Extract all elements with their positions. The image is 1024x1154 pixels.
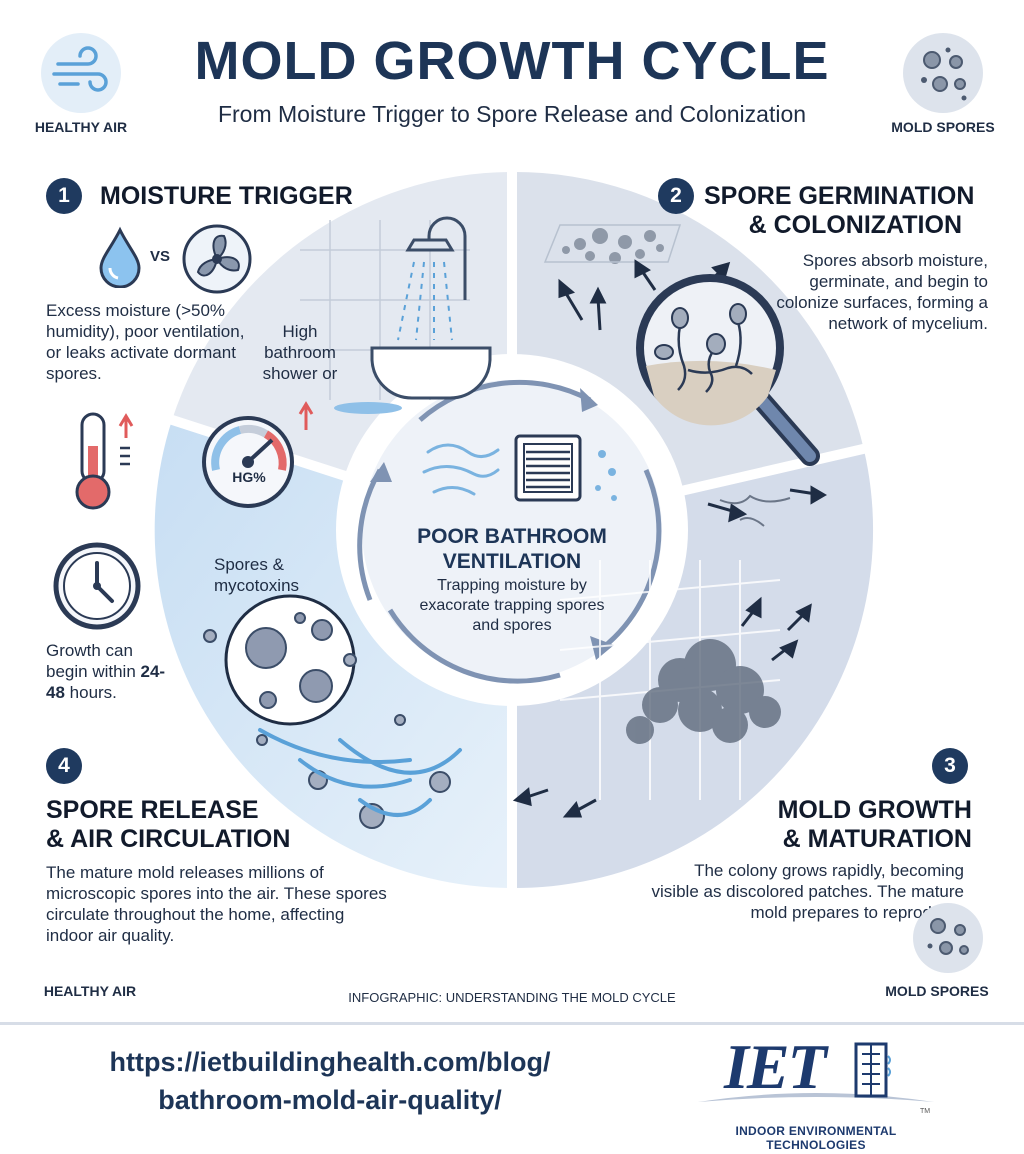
magnifier-icon [628, 266, 828, 481]
step-1-description: Excess moisture (>50% humidity), poor ve… [46, 301, 245, 383]
wind-icon [40, 32, 122, 119]
center-air-swirl-icon [422, 443, 500, 496]
page-title: MOLD GROWTH CYCLE [194, 31, 830, 91]
iet-logo: IET TM INDOOR ENVIRONMENTAL TECHNOLOGIES [694, 1031, 938, 1152]
spores-icon [912, 902, 984, 979]
logo-tm: TM [920, 1108, 931, 1115]
time-note-value: 24-48 [46, 662, 166, 702]
step-2-title-line2: & COLONIZATION [748, 211, 962, 239]
footer-left-label: HEALTHY AIR [43, 983, 137, 999]
logo-subtitle: INDOOR ENVIRONMENTAL TECHNOLOGIES [735, 1124, 897, 1152]
step-3-description: The colony grows rapidly, becoming visib… [651, 861, 964, 922]
vent-icon [514, 434, 582, 507]
time-note-prefix: Growth can begin within [46, 641, 136, 681]
step-1-shower-label: High bathroom shower or [262, 322, 338, 383]
fan-icon [180, 222, 254, 301]
step-2-description: Spores absorb moisture, germinate, and b… [776, 251, 988, 333]
thermometer-icon [70, 408, 150, 519]
step-1-time-note: Growth can begin within 24-48 hours. [46, 640, 176, 703]
spores-icon [902, 32, 984, 119]
step-4-title-line2: & AIR CIRCULATION [46, 825, 291, 853]
page-subtitle: From Moisture Trigger to Spore Release a… [217, 101, 807, 127]
center-spores-icon [595, 450, 617, 501]
step-3-title-line1: MOLD GROWTH [777, 796, 972, 824]
time-note-suffix: hours. [69, 683, 117, 702]
step-2-title-line1: SPORE GERMINATION [704, 182, 975, 210]
building-icon [854, 1042, 891, 1098]
step-1-number: 1 [46, 178, 82, 214]
step-4-description: The mature mold releases millions of mic… [46, 863, 387, 945]
step-3-title-line2: & MATURATION [782, 825, 972, 853]
article-link-line2: bathroom-mold-air-quality/ [158, 1085, 502, 1115]
gauge-icon [200, 414, 296, 515]
step-4-spores-label: Spores & mycotoxins [214, 555, 300, 595]
footer-right-label: MOLD SPORES [885, 983, 989, 999]
shower-icon [370, 216, 492, 400]
gauge-label: HG% [232, 469, 266, 485]
center-description: Trapping moisture by exacorate trapping … [419, 577, 605, 634]
article-link-line1: https://ietbuildinghealth.com/blog/ [109, 1047, 551, 1077]
step-4-title-line1: SPORE RELEASE [46, 796, 259, 824]
water-drop-icon [97, 226, 143, 293]
article-link[interactable]: https://ietbuildinghealth.com/blog/ bath… [60, 1043, 600, 1119]
step-2-number: 2 [658, 178, 694, 214]
vs-label: VS [150, 248, 171, 265]
clock-icon [52, 541, 142, 636]
step-4-number: 4 [46, 748, 82, 784]
logo-wordmark: IET [724, 1031, 827, 1102]
step-3-number: 3 [932, 748, 968, 784]
footer-divider [0, 1022, 1024, 1025]
center-title: POOR BATHROOM VENTILATION [417, 525, 607, 573]
header-right-label: MOLD SPORES [891, 119, 995, 135]
header-left-label: HEALTHY AIR [34, 119, 128, 135]
footer-caption: INFOGRAPHIC: UNDERSTANDING THE MOLD CYCL… [348, 990, 676, 1005]
step-1-title: MOISTURE TRIGGER [100, 182, 353, 210]
